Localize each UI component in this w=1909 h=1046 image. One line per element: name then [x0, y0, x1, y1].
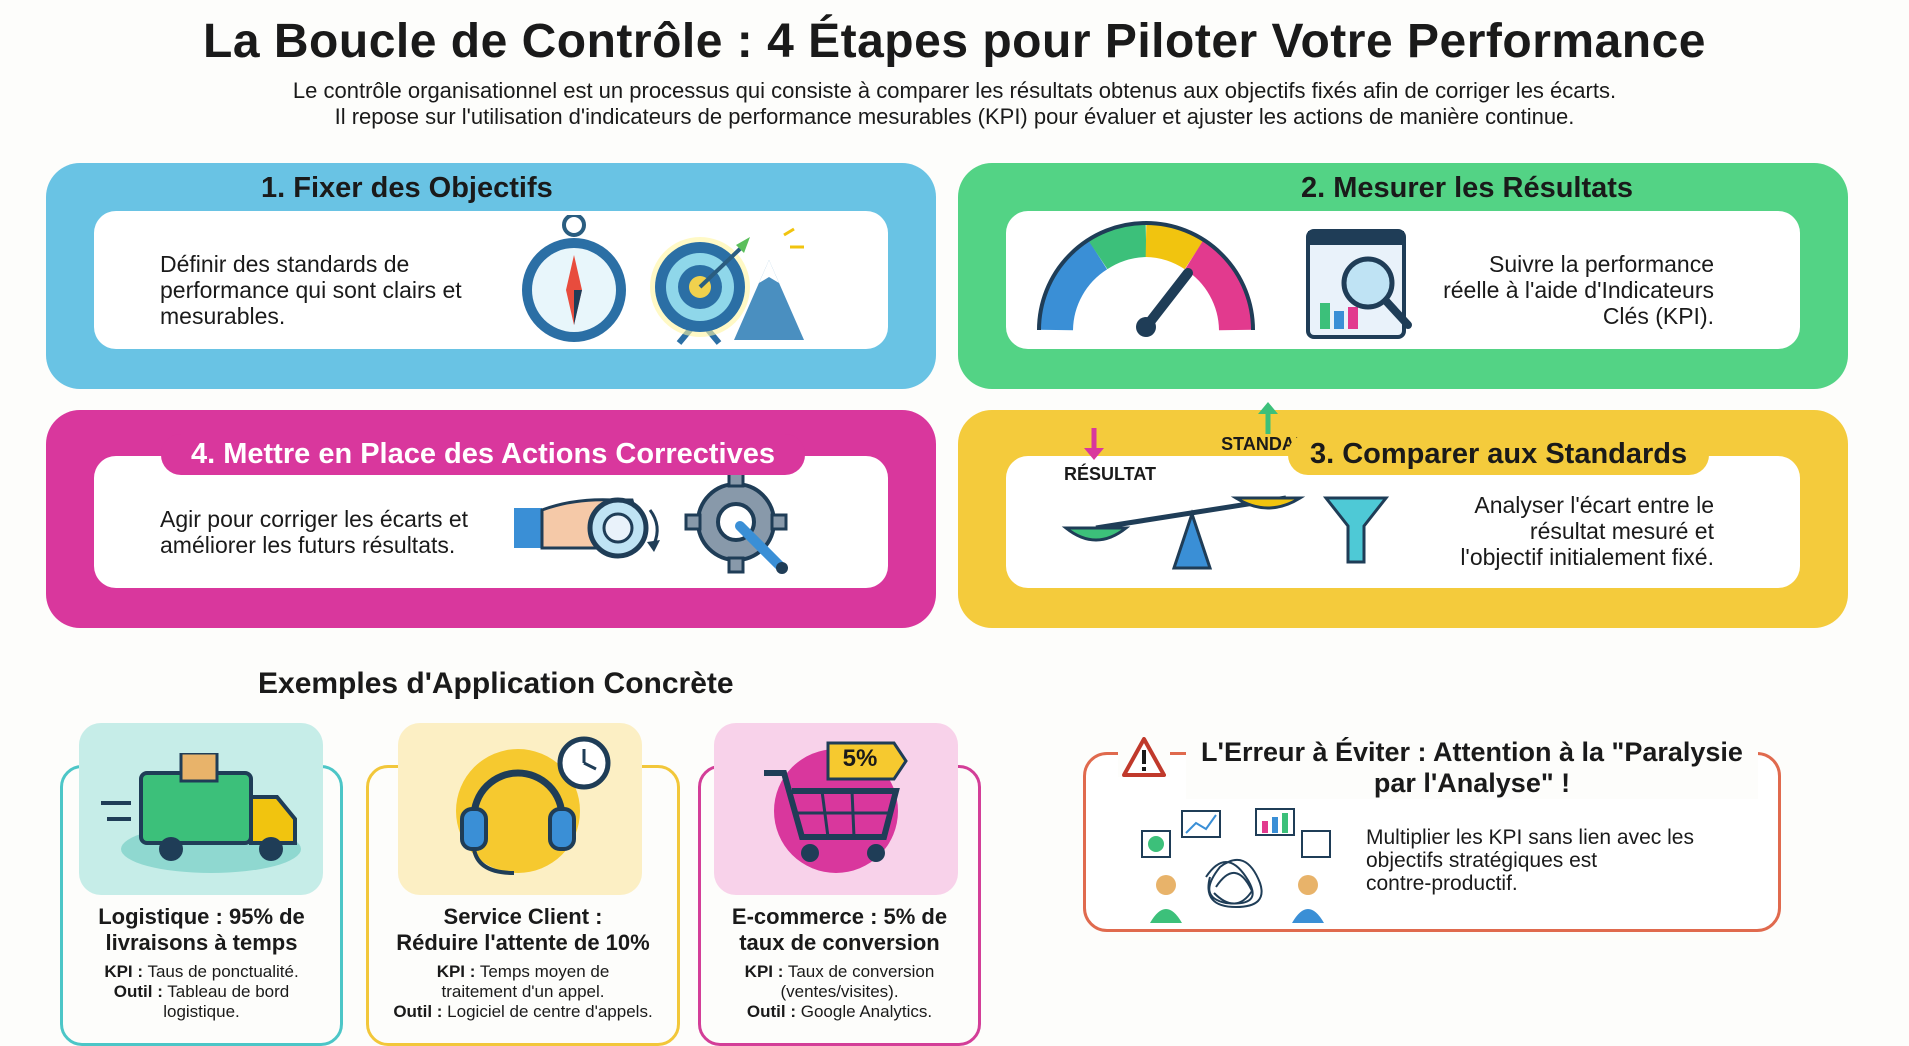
- step-2-title: 2. Mesurer les Résultats: [1301, 172, 1634, 204]
- card-details: KPI : Taus de ponctualité. Outil : Table…: [104, 962, 299, 1021]
- step-1-panel: 1. Fixer des Objectifs Définir des stand…: [46, 163, 936, 389]
- step-3-title: 3. Comparer aux Standards: [1288, 434, 1710, 475]
- step-2-content: Suivre la performance réelle à l'aide d'…: [1006, 211, 1800, 349]
- headset-icon: [456, 736, 611, 875]
- step-1-title: 1. Fixer des Objectifs: [261, 172, 553, 204]
- step-2-panel: 2. Mesurer les Résultats Suivre la perfo…: [958, 163, 1848, 389]
- compass-target-mountain-icon: [522, 215, 804, 345]
- step-4-description: Agir pour corriger les écarts et amélior…: [160, 506, 469, 558]
- examples-title: Exemples d'Application Concrète: [258, 667, 734, 700]
- step-3-content: RÉSULTAT STANDARD Analyser l'écart entre…: [1006, 402, 1800, 588]
- card-title: Service Client : Réduire l'attente de 10…: [396, 904, 650, 955]
- card-title: E-commerce : 5% de taux de conversion: [731, 904, 948, 955]
- warning-box: L'Erreur à Éviter : Attention à la "Para…: [1083, 737, 1781, 932]
- step-3-description: Analyser l'écart entre le résultat mesur…: [1460, 492, 1714, 570]
- shopping-cart-icon: [764, 741, 908, 873]
- card-details: KPI : Temps moyen de traitement d'un app…: [393, 962, 653, 1021]
- subtitle-line-1: Le contrôle organisationnel est un proce…: [292, 78, 1617, 103]
- logistics-illustration: [79, 723, 323, 895]
- step-1-description: Définir des standards de performance qui…: [160, 251, 462, 329]
- warning-description: Multiplier les KPI sans lien avec les ob…: [1366, 826, 1694, 895]
- card-title: Logistique : 95% de livraisons à temps: [98, 904, 305, 955]
- balance-scale-funnel-icon: [1061, 402, 1390, 570]
- example-card-ecommerce: E-commerce : 5% de taux de conversion KP…: [698, 765, 981, 1046]
- warning-title: L'Erreur à Éviter : Attention à la "Para…: [1186, 737, 1758, 799]
- hand-dial-gear-wrench-icon: [514, 470, 788, 574]
- discount-badge: 5%: [842, 745, 878, 772]
- result-label: RÉSULTAT: [1064, 464, 1156, 484]
- example-card-customer-service: Service Client : Réduire l'attente de 10…: [366, 765, 680, 1046]
- gauge-dashboard-icon: [1037, 221, 1412, 339]
- analysis-paralysis-icon: [1141, 808, 1331, 923]
- step-1-content: Définir des standards de performance qui…: [94, 211, 888, 349]
- page-title: La Boucle de Contrôle : 4 Étapes pour Pi…: [203, 15, 1706, 68]
- warning-triangle-icon: [1118, 737, 1170, 777]
- step-4-content: Agir pour corriger les écarts et amélior…: [94, 456, 888, 588]
- ecommerce-illustration: 5%: [714, 723, 958, 895]
- step-3-panel: 3. Comparer aux Standards RÉSULTAT STAND…: [958, 402, 1848, 628]
- card-details: KPI : Taux de conversion (ventes/visites…: [744, 962, 935, 1021]
- subtitle-line-2: Il repose sur l'utilisation d'indicateur…: [334, 104, 1575, 129]
- step-2-description: Suivre la performance réelle à l'aide d'…: [1443, 251, 1714, 329]
- step-4-title: 4. Mettre en Place des Actions Correctiv…: [161, 434, 805, 475]
- customer-service-illustration: [398, 723, 642, 895]
- step-4-panel: 4. Mettre en Place des Actions Correctiv…: [46, 410, 936, 628]
- delivery-truck-icon: [101, 753, 301, 873]
